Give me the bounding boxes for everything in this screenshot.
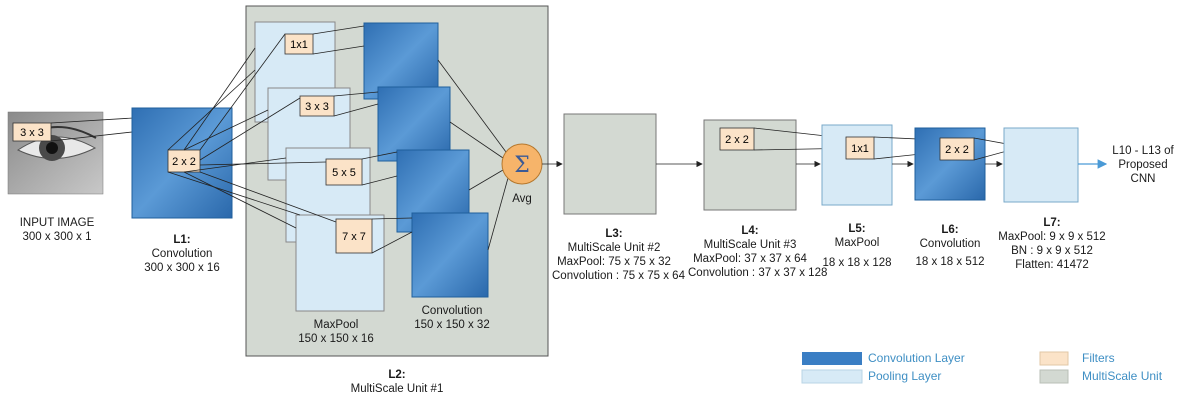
legend-conv-swatch [802, 352, 862, 365]
legend-pool-label: Pooling Layer [868, 369, 941, 383]
l3-conv: Convolution : 75 x 75 x 64 [552, 269, 676, 283]
l2-conv-dims: 150 x 150 x 32 [392, 318, 512, 332]
l6-type: Convolution [906, 237, 994, 251]
l7-bn: BN : 9 x 9 x 512 [990, 244, 1114, 258]
l5-filter: 1x1 [846, 137, 874, 159]
input-filter: 3 x 3 [13, 123, 51, 141]
input-label: INPUT IMAGE 300 x 300 x 1 [2, 216, 112, 244]
input-dims: 300 x 300 x 1 [2, 230, 112, 244]
legend-conv-label: Convolution Layer [868, 351, 965, 365]
svg-text:5 x 5: 5 x 5 [332, 167, 356, 179]
svg-text:2 x 2: 2 x 2 [725, 134, 749, 146]
svg-text:2 x 2: 2 x 2 [945, 144, 969, 156]
l7-id: L7: [1043, 217, 1060, 229]
l4-conv: Convolution : 37 x 37 x 128 [688, 266, 812, 280]
output-label: L10 - L13 of Proposed CNN [1104, 144, 1182, 186]
l4-id: L4: [741, 225, 758, 237]
l6-filter: 2 x 2 [940, 138, 974, 160]
l6-id: L6: [941, 224, 958, 236]
l2-name: MultiScale Unit #1 [337, 382, 457, 396]
l1-label: L1: Convolution 300 x 300 x 16 [122, 233, 242, 275]
l2-conv-title: Convolution [392, 304, 512, 318]
l5-id: L5: [848, 223, 865, 235]
l2-maxpool-dims: 150 x 150 x 16 [276, 332, 396, 346]
svg-text:3 x 3: 3 x 3 [20, 127, 44, 139]
svg-text:3 x 3: 3 x 3 [305, 101, 329, 113]
l2-filter-1x1: 1x1 [285, 34, 313, 54]
l2-label: L2: MultiScale Unit #1 [337, 368, 457, 396]
l3-id: L3: [605, 228, 622, 240]
l7-maxpool: MaxPool: 9 x 9 x 512 [990, 230, 1114, 244]
l4-maxpool: MaxPool: 37 x 37 x 64 [688, 252, 812, 266]
l2-filter-5x5: 5 x 5 [326, 159, 362, 185]
l3-name: MultiScale Unit #2 [552, 241, 676, 255]
avg-label: Avg [497, 192, 547, 206]
legend-filter-swatch [1040, 352, 1068, 365]
l4-label: L4: MultiScale Unit #3 MaxPool: 37 x 37 … [688, 224, 812, 280]
legend-pool-swatch [802, 370, 862, 383]
l4-name: MultiScale Unit #3 [688, 238, 812, 252]
svg-text:7 x 7: 7 x 7 [342, 231, 366, 243]
legend-multiscale-label: MultiScale Unit [1082, 369, 1162, 383]
l4-filter: 2 x 2 [720, 128, 754, 150]
l1-id: L1: [173, 234, 190, 246]
l3-maxpool: MaxPool: 75 x 75 x 32 [552, 255, 676, 269]
svg-text:2 x 2: 2 x 2 [172, 156, 196, 168]
input-title: INPUT IMAGE [2, 216, 112, 230]
l6-label: L6: Convolution 18 x 18 x 512 [906, 223, 994, 269]
l3-label: L3: MultiScale Unit #2 MaxPool: 75 x 75 … [552, 227, 676, 283]
legend-filter-label: Filters [1082, 351, 1115, 365]
l1-filter: 2 x 2 [168, 150, 200, 172]
l2-filter-7x7: 7 x 7 [336, 219, 372, 253]
l2-conv-label: Convolution 150 x 150 x 32 [392, 304, 512, 332]
svg-text:Σ: Σ [514, 153, 530, 178]
l1-type: Convolution [122, 247, 242, 261]
svg-text:1x1: 1x1 [290, 39, 308, 51]
l6-dims: 18 x 18 x 512 [906, 255, 994, 269]
l2-maxpool-label: MaxPool 150 x 150 x 16 [276, 318, 396, 346]
l2-filter-3x3: 3 x 3 [300, 96, 334, 116]
l2-conv-4 [412, 213, 488, 297]
l2-id: L2: [388, 369, 405, 381]
l3-multiscale-block [564, 114, 656, 214]
l7-flatten: Flatten: 41472 [990, 258, 1114, 272]
l5-dims: 18 x 18 x 128 [815, 256, 899, 270]
l5-label: L5: MaxPool 18 x 18 x 128 [815, 222, 899, 270]
l5-type: MaxPool [815, 236, 899, 250]
l7-pool-block [1004, 128, 1078, 202]
sum-node: Σ [502, 144, 542, 184]
l2-maxpool-title: MaxPool [276, 318, 396, 332]
l1-dims: 300 x 300 x 16 [122, 261, 242, 275]
legend-multiscale-swatch [1040, 370, 1068, 383]
svg-text:1x1: 1x1 [851, 143, 869, 155]
l7-label: L7: MaxPool: 9 x 9 x 512 BN : 9 x 9 x 51… [990, 216, 1114, 272]
